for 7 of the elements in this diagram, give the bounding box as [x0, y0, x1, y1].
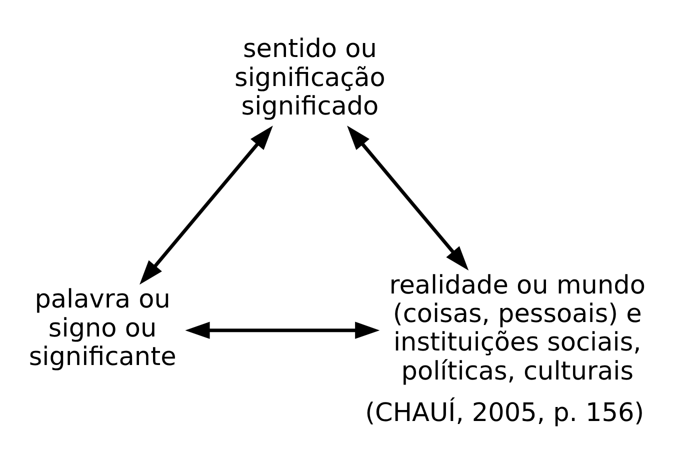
caption: (CHAUÍ, 2005, p. 156): [365, 398, 644, 428]
arrow: [140, 126, 273, 285]
arrow: [185, 322, 380, 339]
arrow: [347, 126, 469, 271]
node-text: sentido ou significação significado: [234, 34, 386, 122]
node-text: palavra ou signo ou significante: [28, 284, 176, 372]
node-text: realidade ou mundo (coisas, pessoais) e instituições sociais, políticas, culturais: [389, 270, 646, 386]
